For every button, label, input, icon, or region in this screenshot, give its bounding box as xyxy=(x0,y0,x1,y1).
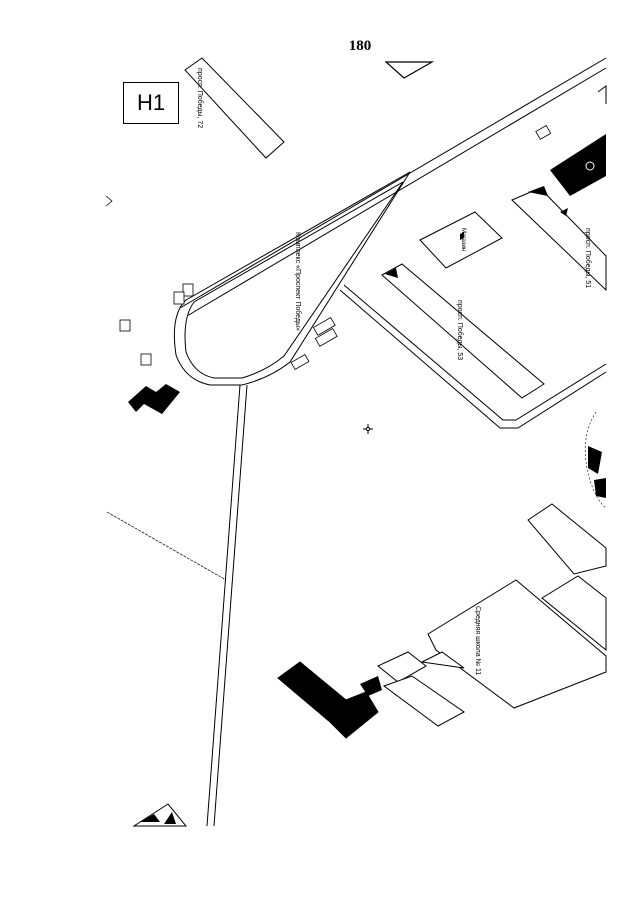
label-pobedy-53: просп. Победы, 53 xyxy=(456,300,464,360)
building-pobedy-51-marker xyxy=(528,186,548,196)
label-school-11: Средняя школа № 11 xyxy=(474,606,481,675)
vertical-road xyxy=(206,384,248,827)
school-hatched-building xyxy=(277,661,382,739)
boundary-line xyxy=(106,511,227,581)
label-pobedy-72: просп. Победы, 72 xyxy=(196,68,204,128)
shop-icon xyxy=(460,232,464,240)
building-shop xyxy=(419,211,503,269)
school-complex xyxy=(377,503,607,727)
hatched-building-left xyxy=(128,384,180,414)
chevron-mark xyxy=(105,195,113,207)
square-outline-outer xyxy=(173,171,411,386)
edge-fragment-top xyxy=(597,85,607,104)
dark-building-symbol xyxy=(585,161,595,171)
small-tags xyxy=(119,124,552,371)
square-outline-inner xyxy=(184,181,404,379)
diagonal-road-east xyxy=(339,284,607,429)
building-pobedy-53 xyxy=(381,263,545,399)
building-pobedy-51-marker-2 xyxy=(560,208,568,216)
survey-point-icon xyxy=(363,424,373,434)
zone-code-box: Н1 xyxy=(123,82,179,124)
label-square-prospekt-pobedy: Комплекс «Проспект Победы» xyxy=(294,232,302,331)
label-shop: Магазин xyxy=(460,228,466,251)
label-pobedy-51: просп. Победы, 51 xyxy=(584,228,592,288)
striped-marker-icon xyxy=(132,803,188,827)
dark-building-upper-right xyxy=(550,134,606,196)
striped-marker-right-2 xyxy=(594,478,606,498)
building-pobedy-53-marker xyxy=(385,268,398,278)
striped-marker-right-1 xyxy=(588,446,602,474)
building-pobedy-72 xyxy=(184,57,285,159)
page-number: 180 xyxy=(348,38,372,54)
north-arrow-triangle-icon xyxy=(384,61,435,79)
